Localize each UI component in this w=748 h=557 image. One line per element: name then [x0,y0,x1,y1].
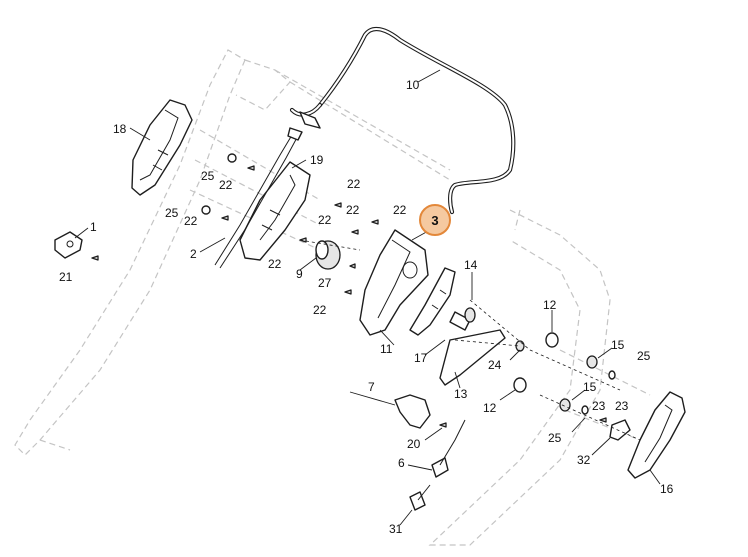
part-16-right-cover [627,391,686,479]
label-22c: 22 [184,214,198,228]
washers-and-bearings [201,153,616,415]
label-1: 1 [90,220,97,234]
label-15a: 15 [611,338,625,352]
leader-lines [74,69,661,526]
label-7: 7 [368,380,375,394]
label-22-bottom: 22 [313,303,327,317]
highlight-circle[interactable] [419,204,451,236]
part-7-trigger [394,394,431,429]
part-18-left-cover [131,99,193,196]
alignment-lines [299,239,641,441]
label-32: 32 [577,453,591,467]
label-2: 2 [190,247,197,261]
label-3[interactable]: 3 [431,213,438,228]
label-31: 31 [389,522,403,536]
label-22f: 22 [318,213,332,227]
part-10-cable [289,26,516,215]
label-9: 9 [296,267,303,281]
label-13: 13 [454,387,468,401]
label-12a: 12 [543,298,557,312]
label-22d: 22 [346,203,360,217]
part-1-clip [54,231,83,259]
part-11-housing [359,229,429,336]
label-19: 19 [310,153,324,167]
part-32-plate [609,419,631,441]
label-21: 21 [59,270,73,284]
label-15b: 15 [583,380,597,394]
label-24: 24 [488,358,502,372]
label-20: 20 [407,437,421,451]
part-6-fitting [431,419,466,478]
part-2-cable [214,127,303,269]
label-25c: 25 [637,349,651,363]
label-25b: 25 [165,206,179,220]
part-labels: 10 18 19 25 22 22 25 22 22 22 22 1 2 22 … [59,78,674,536]
callout-3-highlight[interactable]: 3 [419,204,451,236]
part-9-knob [315,240,341,270]
label-11: 11 [380,342,393,356]
label-23b: 23 [615,399,629,413]
label-22b: 22 [347,177,361,191]
part-19-housing [239,161,311,261]
label-16: 16 [660,482,674,496]
label-22a: 22 [219,178,233,192]
label-17: 17 [414,351,428,365]
label-14: 14 [464,258,478,272]
label-25a: 25 [201,169,215,183]
part-17-bracket [409,267,471,336]
part-13-lever [439,329,506,386]
label-27: 27 [318,276,332,290]
part-14-roller [464,307,476,323]
label-12b: 12 [483,401,497,415]
handle-ghost-outline [14,49,651,546]
screws [91,165,607,428]
label-22g: 22 [268,257,282,271]
label-22e: 22 [393,203,407,217]
label-10: 10 [406,78,420,92]
label-23a: 23 [592,399,606,413]
label-6: 6 [398,456,405,470]
label-18: 18 [113,122,127,136]
label-25d: 25 [548,431,562,445]
part-31-fitting [409,484,431,511]
